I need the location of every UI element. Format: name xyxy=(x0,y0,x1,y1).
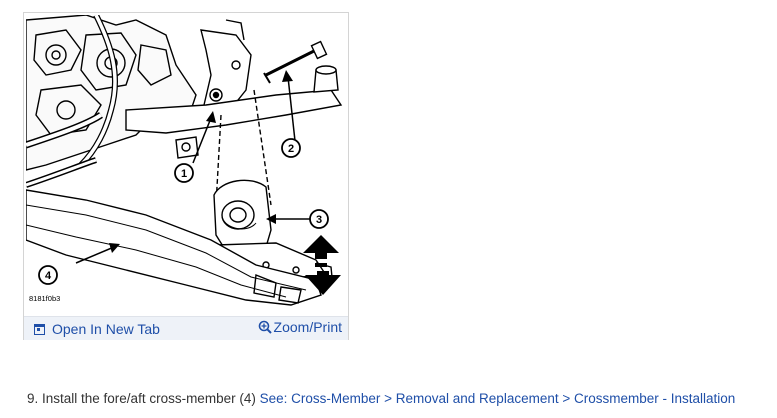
crossmember-installation-link[interactable]: See: Cross-Member > Removal and Replacem… xyxy=(259,391,736,406)
callout-1-label: 1 xyxy=(181,168,187,180)
callout-2 xyxy=(281,138,301,158)
figure-card: 1 2 3 4 8181f0b3 Open In New Tab Zoom/Pr… xyxy=(23,12,349,340)
figure-code: 8181f0b3 xyxy=(29,294,60,303)
figure-toolbar: Open In New Tab Zoom/Print xyxy=(24,316,348,340)
callout-1 xyxy=(174,163,194,183)
open-in-new-tab-link[interactable]: Open In New Tab xyxy=(34,321,160,337)
zoom-print-link[interactable]: Zoom/Print xyxy=(258,319,342,335)
callout-3 xyxy=(309,209,329,229)
callout-3-label: 3 xyxy=(316,214,322,226)
step-instruction: 9. Install the fore/aft cross-member (4)… xyxy=(27,391,735,406)
step-text: 9. Install the fore/aft cross-member (4) xyxy=(27,391,260,406)
new-tab-icon xyxy=(34,323,45,335)
illustration-drawing: 1 2 3 4 8181f0b3 xyxy=(26,15,343,306)
callout-4-label: 4 xyxy=(45,270,52,282)
callout-2-label: 2 xyxy=(288,143,294,155)
open-in-new-tab-label: Open In New Tab xyxy=(52,321,160,337)
zoom-print-label: Zoom/Print xyxy=(273,319,342,335)
callout-4 xyxy=(38,265,58,285)
engine-mount-illustration: 1 2 3 4 8181f0b3 xyxy=(26,15,346,315)
magnifier-plus-icon xyxy=(258,320,272,334)
